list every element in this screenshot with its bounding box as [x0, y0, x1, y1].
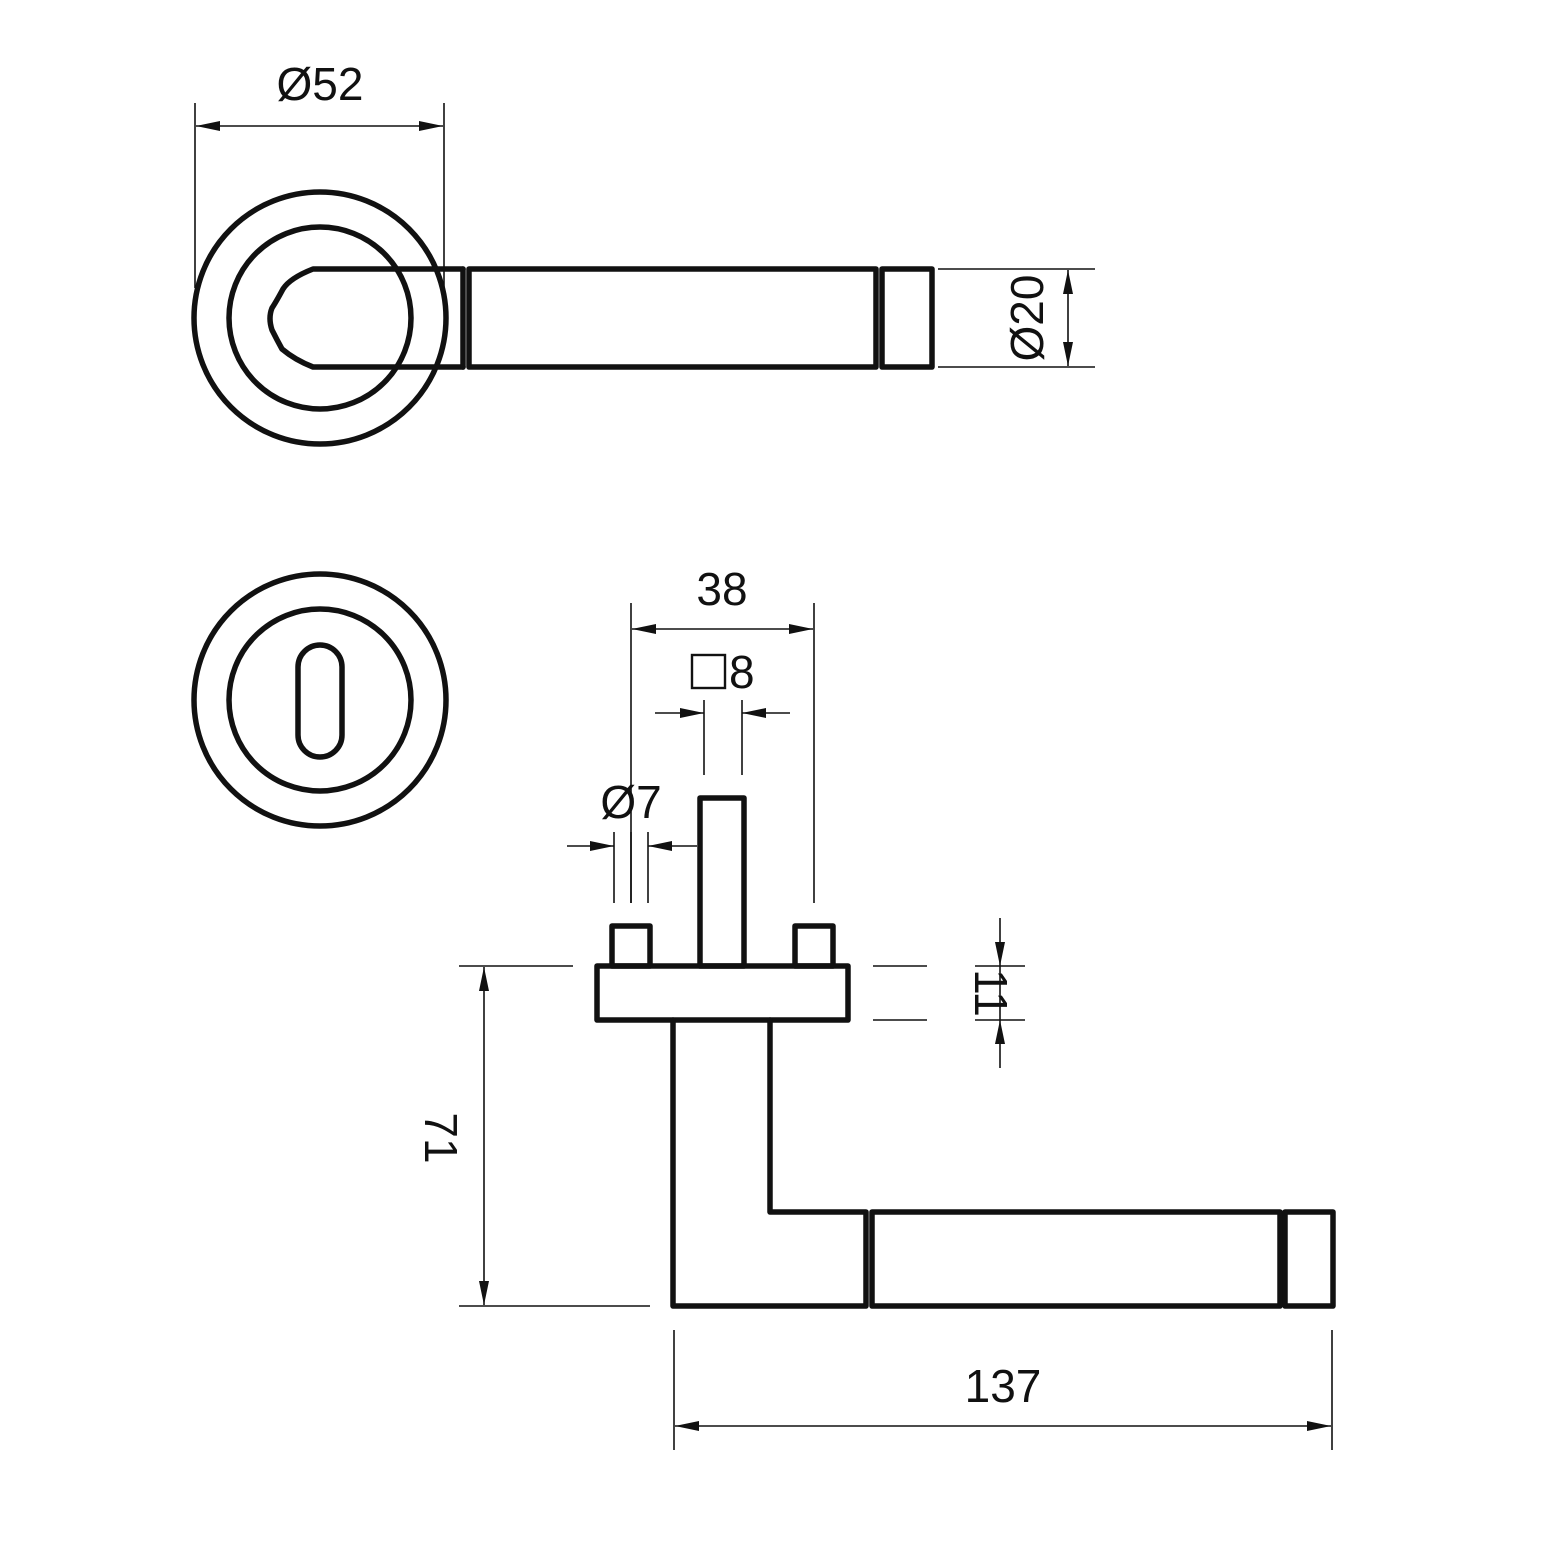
dimension-lever-length: 137 — [673, 1330, 1333, 1450]
lever-side-end-cap — [1282, 1209, 1336, 1309]
spindle-square-label: 8 — [729, 646, 755, 698]
rose-outer-circle — [191, 189, 449, 447]
lever-body — [670, 1017, 869, 1309]
lever-diameter-label: Ø20 — [1001, 275, 1053, 362]
keyhole-slot — [295, 642, 345, 760]
rose-plate — [594, 963, 851, 1023]
dimension-rose-spacing: 38 — [630, 563, 815, 903]
rose-inner-circle — [226, 224, 414, 412]
rose-height-label: 11 — [965, 969, 1017, 1017]
lever-end-cap — [879, 266, 935, 370]
lever-side-grip — [869, 1209, 1283, 1309]
dimension-rose-diameter: Ø52 — [194, 58, 445, 295]
dimension-lever-diameter: Ø20 — [938, 268, 1095, 368]
side-view-lever — [594, 795, 1336, 1309]
screw-diameter-label: Ø7 — [600, 776, 661, 828]
lever-length-label: 137 — [965, 1360, 1042, 1412]
dimension-rose-height: 11 — [873, 918, 1025, 1068]
dimension-spindle-square: 8 — [655, 646, 790, 775]
screw-right — [792, 923, 836, 969]
rose-diameter-label: Ø52 — [277, 58, 364, 110]
lever-neck — [267, 266, 466, 370]
screw-left — [609, 923, 653, 969]
square-symbol — [690, 653, 727, 690]
lever-projection-label: 71 — [415, 1112, 467, 1163]
top-view-lever-rose — [191, 189, 935, 447]
dimension-lever-projection: 71 — [415, 965, 650, 1307]
lever-grip — [466, 266, 879, 370]
escutcheon-outer-circle — [191, 571, 449, 829]
spindle — [697, 795, 747, 969]
keyhole-escutcheon — [191, 571, 449, 829]
dimension-screw-diameter: Ø7 — [567, 776, 697, 903]
rose-spacing-label: 38 — [696, 563, 747, 615]
escutcheon-inner-circle — [226, 606, 414, 794]
